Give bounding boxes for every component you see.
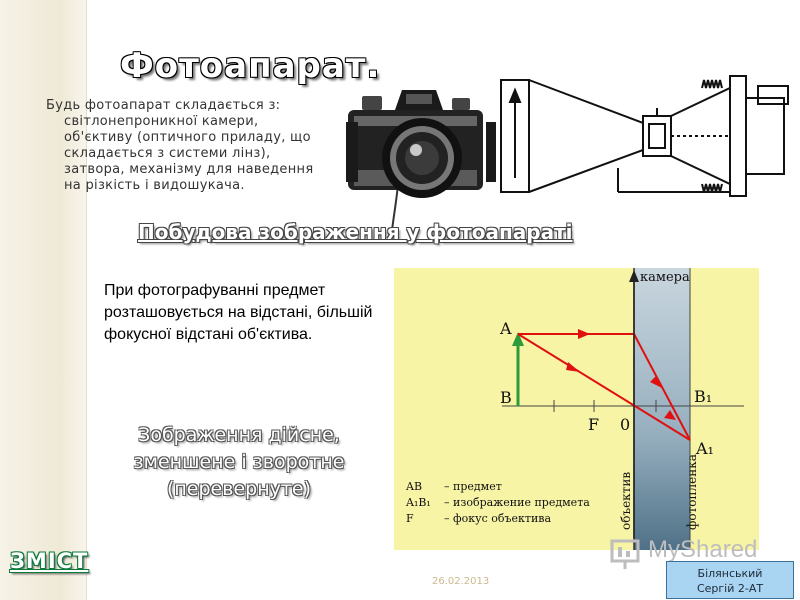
watermark-text: MyShared [648,536,758,563]
camera-label: камера [640,270,690,285]
legend-text: – предмет [444,480,502,493]
intro-line: об'єктиву (оптичного приладу, що [64,130,311,145]
legend-key: A₁B₁ [405,496,431,509]
image-description-line: Зображення дійсне, [138,424,340,446]
slide-date: 26.02.2013 [432,576,490,587]
origin-label: 0 [620,415,630,434]
intro-text: Будь фотоапарат складається з: світлонеп… [46,98,346,194]
presentation-board-icon [610,539,640,569]
point-b-label: B [500,388,512,407]
left-decor-line [86,0,87,600]
legend-key: F [406,512,414,525]
author-box: Білянський Сергій 2-АТ [666,561,794,599]
section-subtitle: Побудова зображення у фотоапараті [138,220,573,244]
camera-body [634,268,690,550]
legend-text: – изображение предмета [444,496,590,509]
camera-schematic-icon [500,75,789,197]
intro-line: на різкість і видошукача. [64,178,245,193]
point-a-label: A [499,319,512,338]
film-label: фотопленка [685,454,699,530]
point-a1-label: A₁ [695,439,714,458]
lens-ray-diagram: камера A B B₁ A₁ F 0 объектив фотопленка… [394,268,759,550]
diagram-legend: AB – предмет A₁B₁ – изображение предмета… [405,480,590,525]
intro-line: затвора, механізму для наведення [64,162,314,177]
author-name: Білянський [697,567,763,580]
legend-text: – фокус объектива [444,512,551,525]
image-description-line: зменшене і зворотне [133,451,345,473]
legend-key: AB [405,480,422,493]
intro-line: складається з системи лінз), [64,146,271,161]
image-description-line: (перевернуте) [166,478,312,500]
intro-line: світлонепроникної камери, [64,114,259,129]
focus-label: F [588,415,599,434]
lens-label: объектив [619,472,633,530]
left-decor-strip [0,0,86,600]
explanation-paragraph: При фотографуванні предмет розташовуєтьс… [104,282,373,343]
diagram-background [394,268,759,550]
author-group: Сергій 2-АТ [696,582,764,595]
slide-title: Фотоапарат. [120,46,381,86]
image-description: Зображення дійсне, зменшене і зворотне (… [104,422,374,503]
contents-link[interactable]: ЗМІСТ [10,549,89,573]
camera-icon [346,90,496,230]
intro-line: Будь фотоапарат складається з: [46,98,281,113]
point-b1-label: B₁ [694,387,712,406]
